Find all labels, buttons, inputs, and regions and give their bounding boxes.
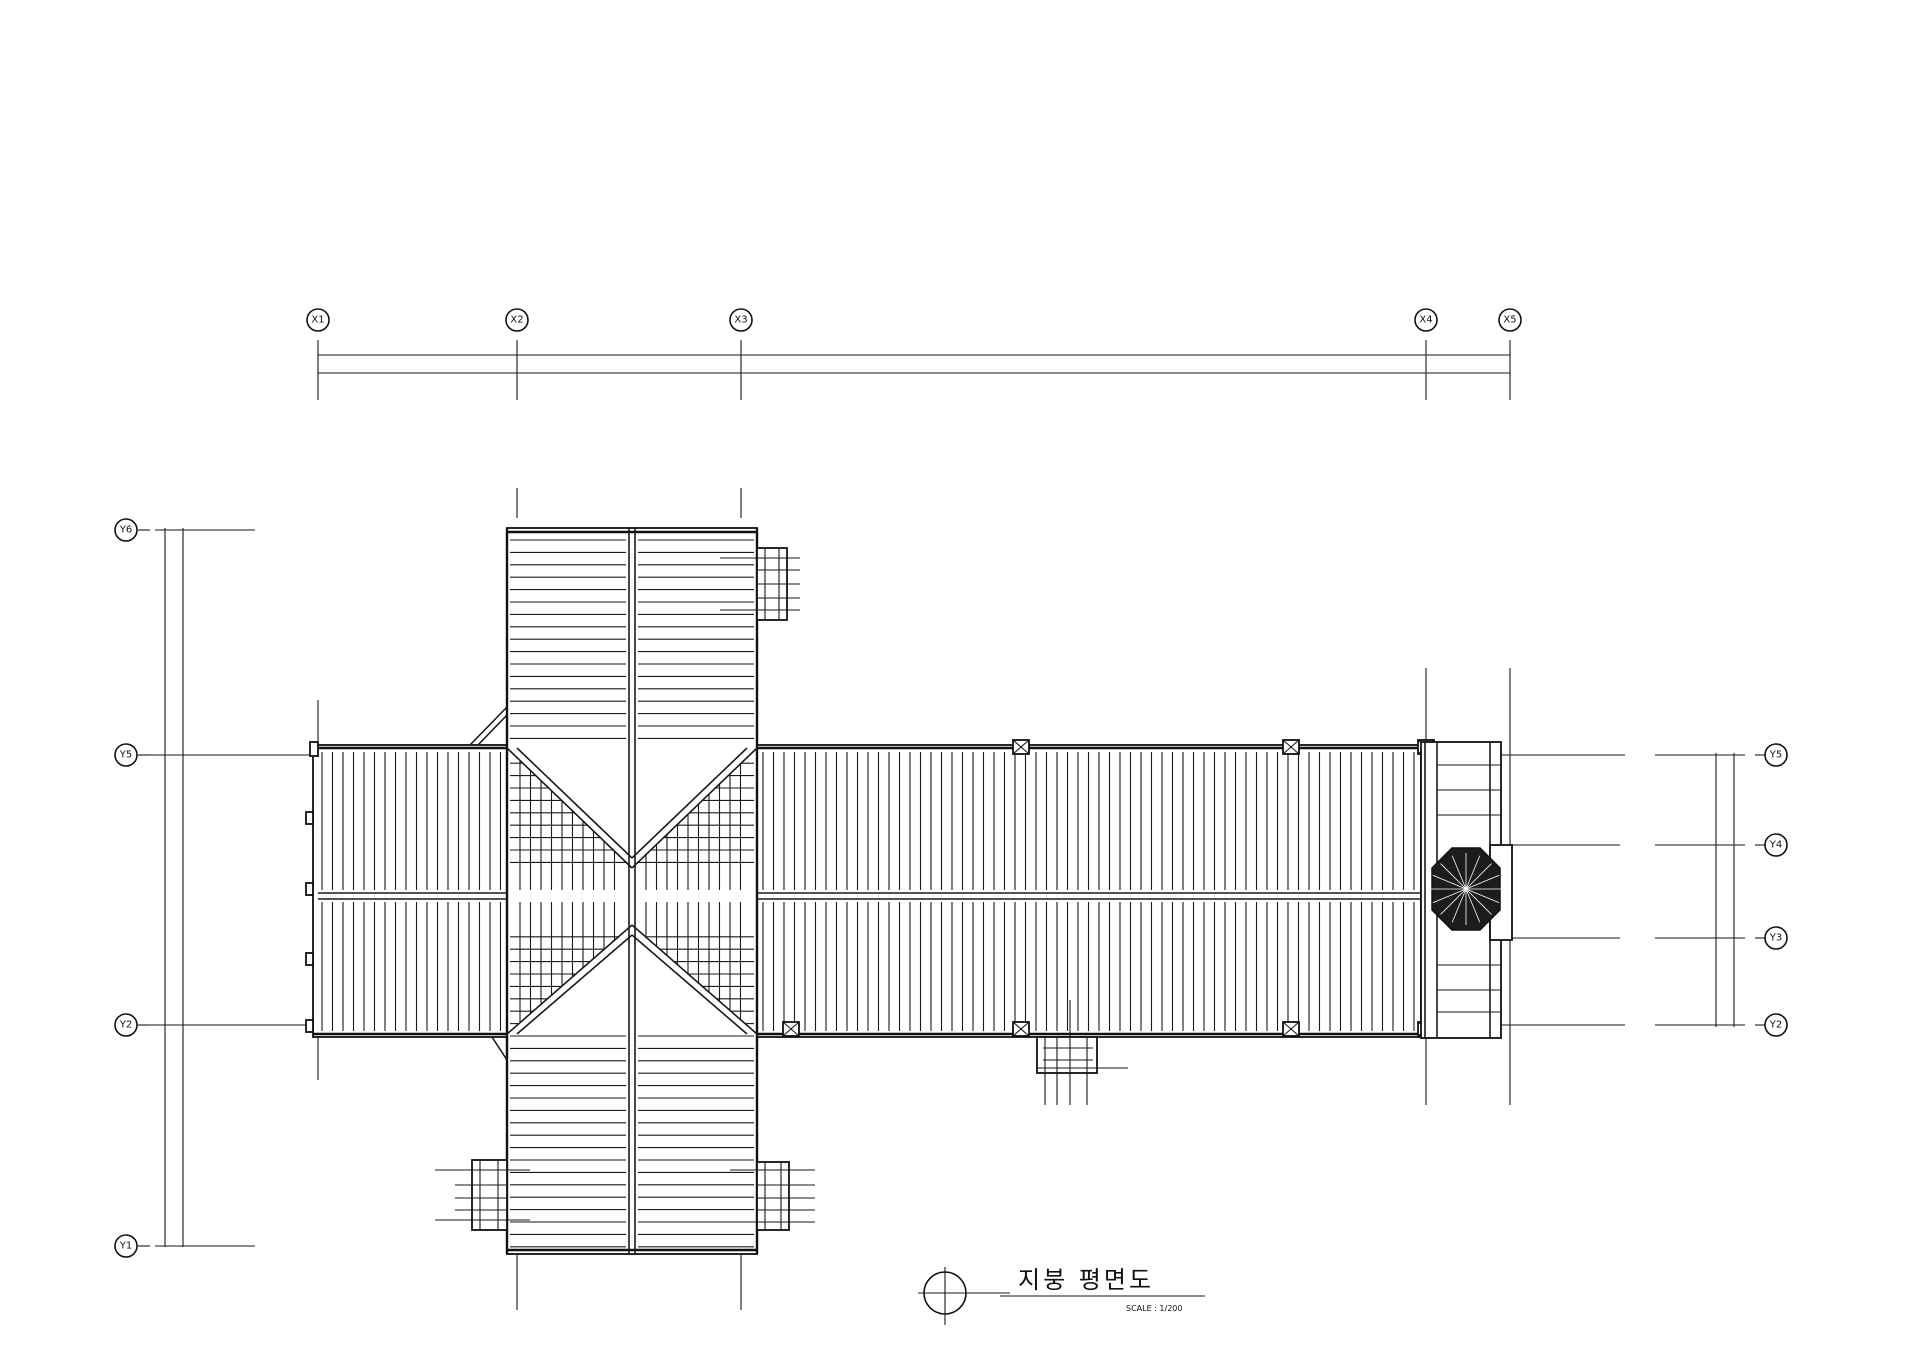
pavilion-rafter-lines bbox=[1430, 853, 1502, 925]
grid-label-right-y4: Y4 bbox=[1769, 840, 1782, 851]
pavilion-rafter-line bbox=[1440, 863, 1467, 890]
west-end-details bbox=[305, 741, 319, 1033]
main-roof-wing bbox=[312, 744, 1422, 1038]
post-marker bbox=[1012, 739, 1030, 755]
pavilion-rafter-line bbox=[1465, 874, 1500, 890]
pavilion-rafter-line bbox=[1440, 888, 1467, 915]
drawing-title: 지붕 평면도 bbox=[1018, 1266, 1154, 1294]
pavilion-rafter-line bbox=[1465, 888, 1500, 904]
pavilion-rafter-line bbox=[1465, 863, 1492, 890]
pavilion-rafter-line bbox=[1451, 855, 1467, 890]
grid-bubble-left-y6: Y6 bbox=[114, 518, 138, 542]
drawing-title-block: 지붕 평면도 SCALE : 1/200 bbox=[918, 1266, 1205, 1325]
pavilion-rafter-line bbox=[1465, 888, 1492, 915]
cross-roof-wing bbox=[469, 527, 759, 1255]
octagonal-pavilion-roof bbox=[1430, 847, 1502, 931]
grid-label-right-y3: Y3 bbox=[1769, 933, 1782, 944]
left-dimension-lines bbox=[138, 528, 255, 1247]
grid-label-right-y5: Y5 bbox=[1769, 750, 1782, 761]
grid-bubble-left-y2: Y2 bbox=[114, 1013, 138, 1037]
pavilion-rafter-line bbox=[1451, 888, 1467, 923]
right-dimension-lines bbox=[1655, 753, 1765, 1027]
grid-label-left-y2: Y2 bbox=[119, 1020, 132, 1031]
grid-label-left-y6: Y6 bbox=[119, 525, 132, 536]
top-dimension-lines bbox=[317, 340, 1511, 400]
post-marker bbox=[1012, 1021, 1030, 1037]
drawing-scale: SCALE : 1/200 bbox=[1126, 1304, 1182, 1313]
grid-bubble-left-y1: Y1 bbox=[114, 1234, 138, 1258]
post-marker bbox=[782, 1021, 800, 1037]
pavilion-rafter-line bbox=[1465, 855, 1481, 890]
grid-label-x5: X5 bbox=[1503, 315, 1516, 326]
grid-bubble-x5: X5 bbox=[1498, 308, 1522, 332]
main-roof-tile-lines bbox=[321, 752, 1415, 1031]
cross-roof-tile-lines bbox=[509, 539, 755, 1248]
grid-label-left-y1: Y1 bbox=[119, 1241, 132, 1252]
grid-bubble-right-y5: Y5 bbox=[1764, 743, 1788, 767]
grid-bubble-x2: X2 bbox=[505, 308, 529, 332]
grid-bubble-x1: X1 bbox=[306, 308, 330, 332]
grid-bubble-right-y4: Y4 bbox=[1764, 833, 1788, 857]
grid-bubble-right-y3: Y3 bbox=[1764, 926, 1788, 950]
grid-bubble-right-y2: Y2 bbox=[1764, 1013, 1788, 1037]
pavilion-rafter-line bbox=[1432, 874, 1467, 890]
grid-bubble-left-y5: Y5 bbox=[114, 743, 138, 767]
grid-label-right-y2: Y2 bbox=[1769, 1020, 1782, 1031]
post-marker bbox=[1282, 1021, 1300, 1037]
grid-label-left-y5: Y5 bbox=[119, 750, 132, 761]
grid-label-x3: X3 bbox=[734, 315, 747, 326]
grid-label-x2: X2 bbox=[510, 315, 523, 326]
grid-bubble-x3: X3 bbox=[729, 308, 753, 332]
pavilion-rafter-line bbox=[1432, 888, 1467, 904]
grid-label-x4: X4 bbox=[1419, 315, 1432, 326]
grid-label-x1: X1 bbox=[311, 315, 324, 326]
porch-bottom-right bbox=[730, 1161, 815, 1231]
porch-bottom-left bbox=[435, 1159, 530, 1231]
porch-bottom-center bbox=[1036, 1000, 1128, 1105]
post-marker bbox=[1282, 739, 1300, 755]
pavilion-rafter-line bbox=[1465, 888, 1481, 923]
grid-bubble-x4: X4 bbox=[1414, 308, 1438, 332]
porch-top-right bbox=[720, 547, 800, 621]
